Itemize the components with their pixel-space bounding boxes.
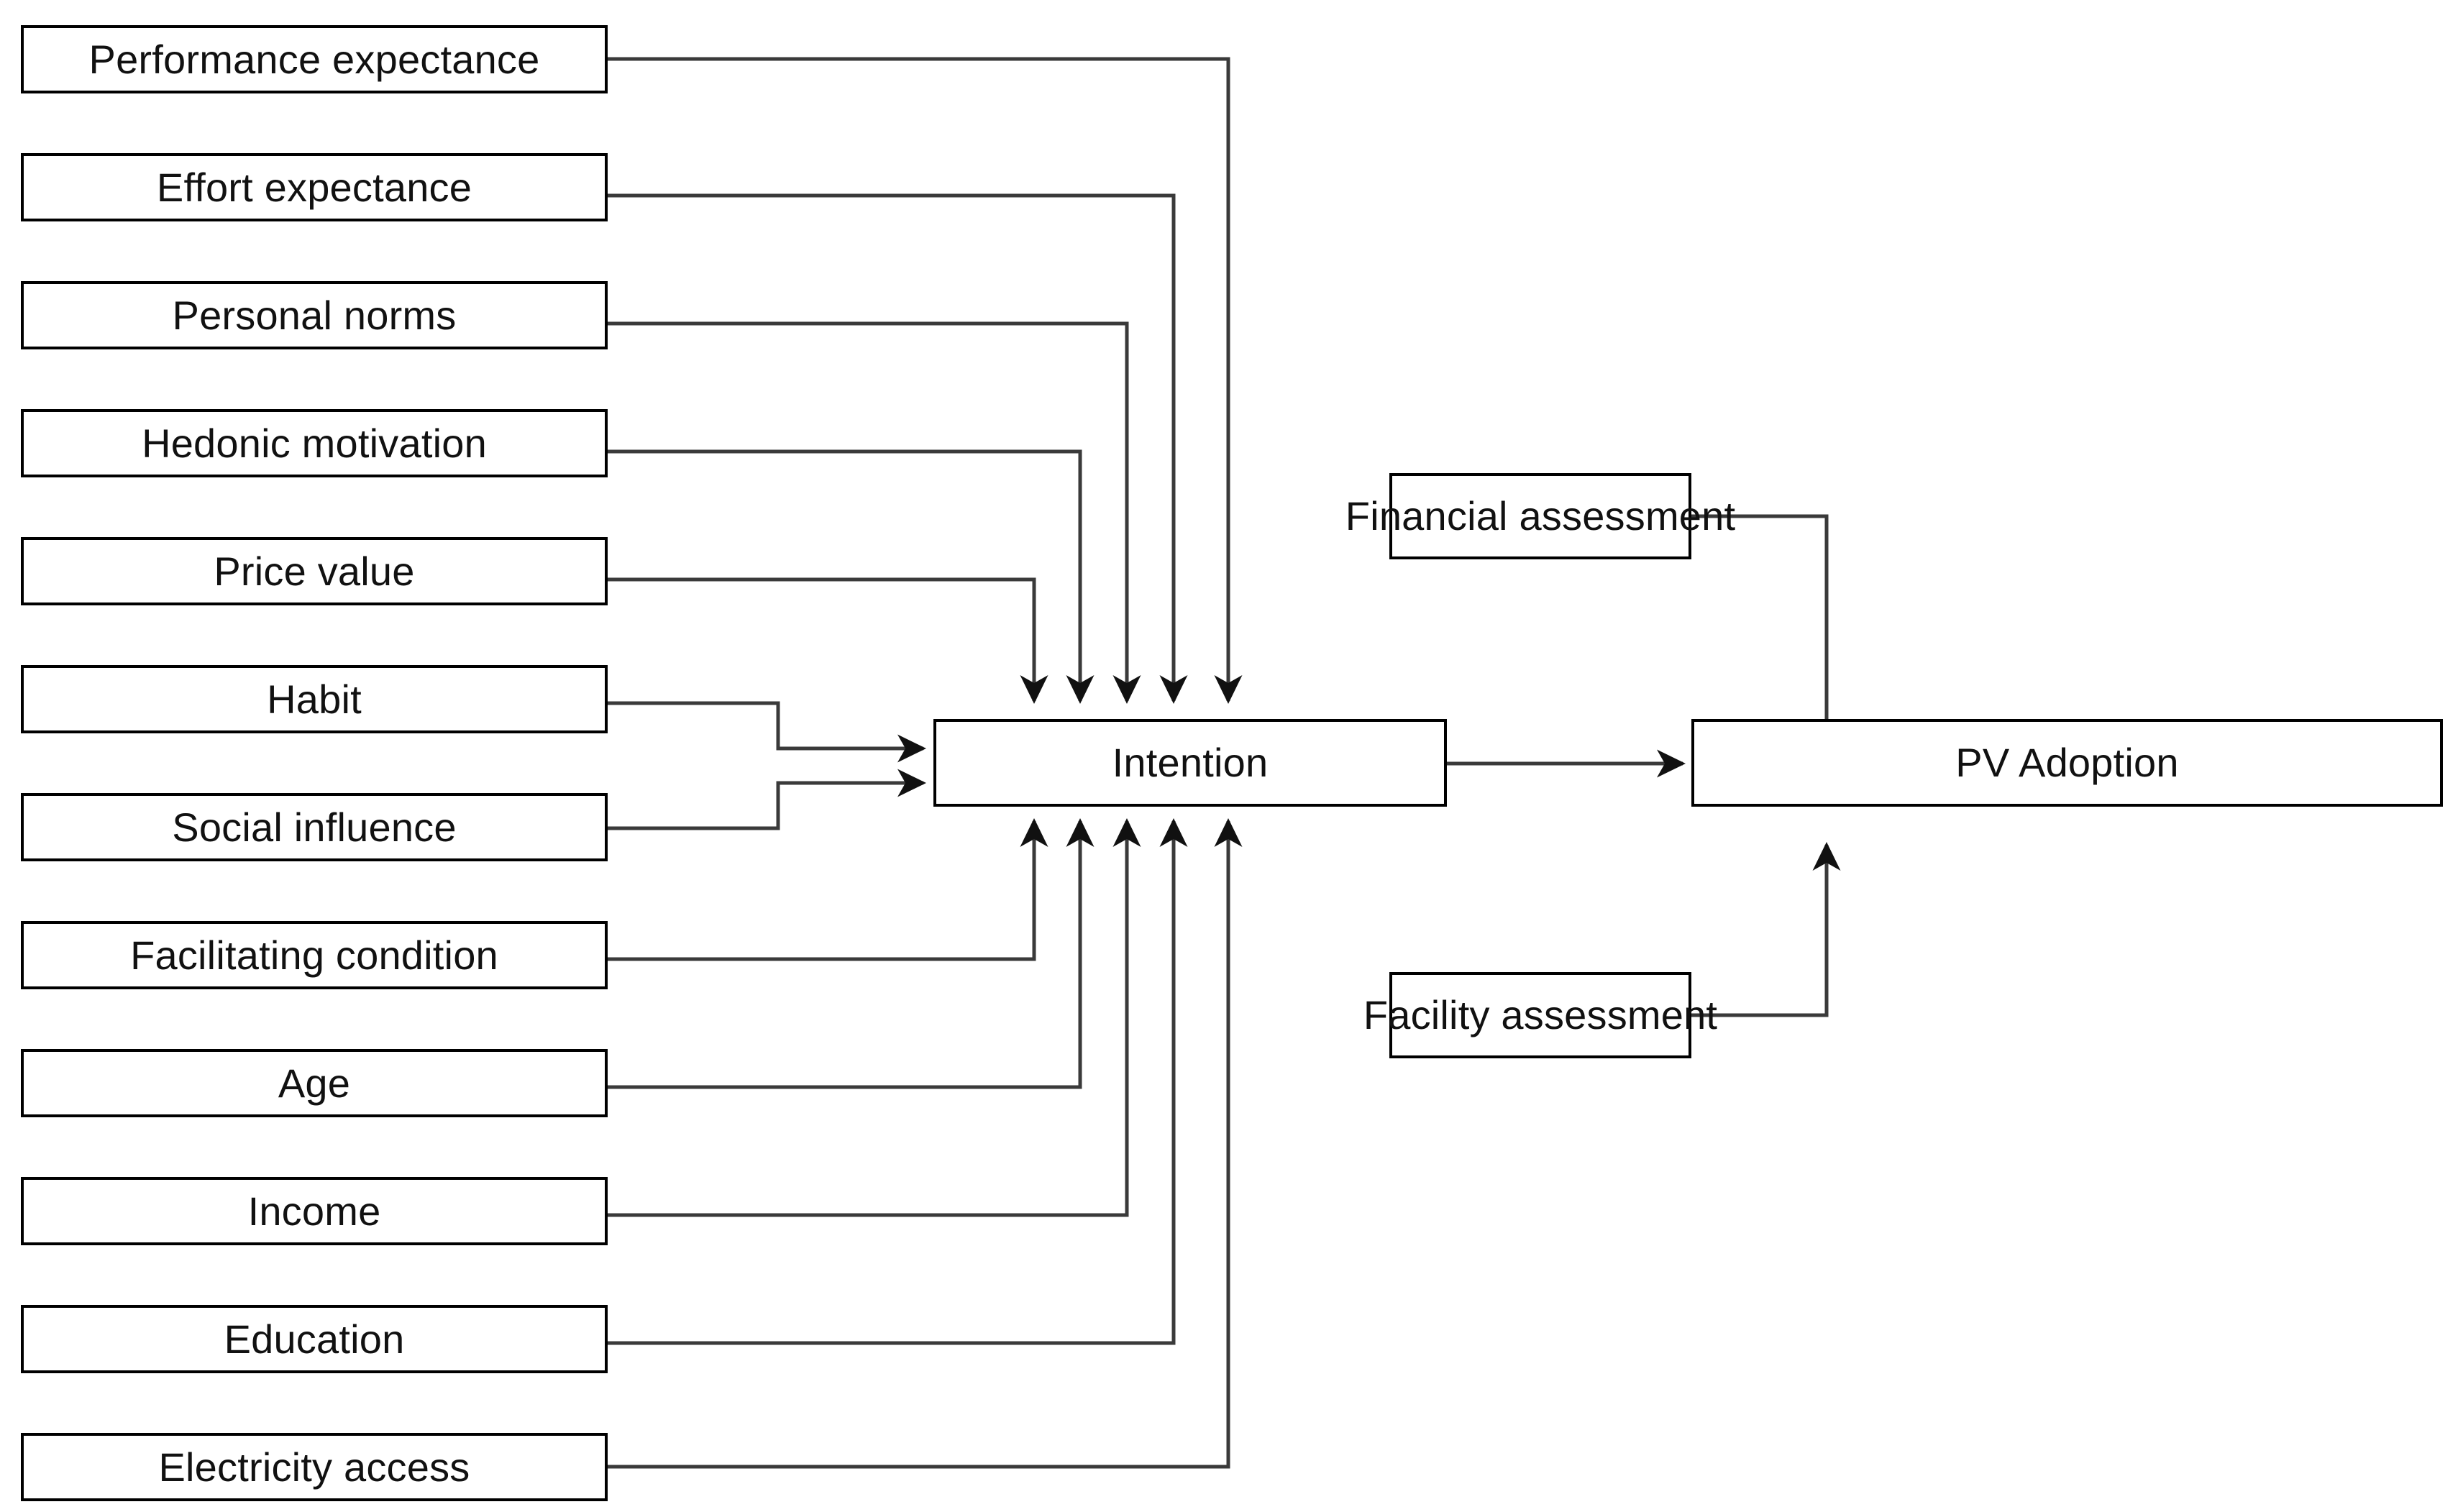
node-label: Price value (214, 548, 415, 594)
node-personal-norms[interactable]: Personal norms (21, 281, 608, 349)
edge-facilitating-condition (608, 817, 1048, 961)
node-label: PV Adoption (1955, 740, 2179, 786)
node-social-influence[interactable]: Social influence (21, 793, 608, 861)
node-label: Age (278, 1060, 351, 1106)
node-label: Social influence (172, 804, 457, 850)
node-intention[interactable]: Intention (933, 719, 1447, 807)
node-label: Intention (1112, 740, 1269, 786)
node-label: Effort expectance (156, 164, 472, 210)
node-hedonic-motivation[interactable]: Hedonic motivation (21, 409, 608, 477)
node-education[interactable]: Education (21, 1305, 608, 1373)
node-electricity-access[interactable]: Electricity access (21, 1433, 608, 1501)
edge-age (608, 817, 1095, 1089)
node-label: Habit (267, 676, 362, 722)
edge-social-influence (608, 769, 927, 830)
node-label: Personal norms (172, 292, 457, 338)
node-effort-expectance[interactable]: Effort expectance (21, 153, 608, 221)
node-label: Financial assessment (1345, 493, 1736, 539)
edge-personal-norms (608, 321, 1141, 705)
node-age[interactable]: Age (21, 1049, 608, 1117)
edge-facility-assessment (1691, 841, 1841, 1017)
edge-hedonic-motivation (608, 449, 1095, 705)
node-price-value[interactable]: Price value (21, 537, 608, 605)
node-facility-assessment[interactable]: Facility assessment (1363, 972, 1717, 1058)
node-income[interactable]: Income (21, 1177, 608, 1245)
node-habit[interactable]: Habit (21, 665, 608, 733)
edge-price-value (608, 577, 1048, 705)
edge-performance-expectance (608, 57, 1243, 705)
node-label: Income (247, 1188, 381, 1234)
node-label: Facility assessment (1363, 992, 1718, 1038)
edge-electricity-access (608, 817, 1243, 1469)
edge-education (608, 817, 1188, 1345)
node-performance-expectance[interactable]: Performance expectance (21, 25, 608, 93)
node-label: Performance expectance (88, 36, 540, 82)
node-financial-assessment[interactable]: Financial assessment (1345, 473, 1735, 559)
edge-income (608, 817, 1141, 1217)
node-label: Education (224, 1316, 405, 1362)
node-label: Hedonic motivation (142, 420, 487, 466)
node-pv-adoption[interactable]: PV Adoption (1691, 719, 2443, 807)
node-label: Facilitating condition (130, 932, 498, 978)
edge-habit (608, 701, 927, 763)
node-label: Electricity access (158, 1444, 470, 1490)
edge-effort-expectance (608, 193, 1188, 705)
node-facilitating-condition[interactable]: Facilitating condition (21, 921, 608, 989)
